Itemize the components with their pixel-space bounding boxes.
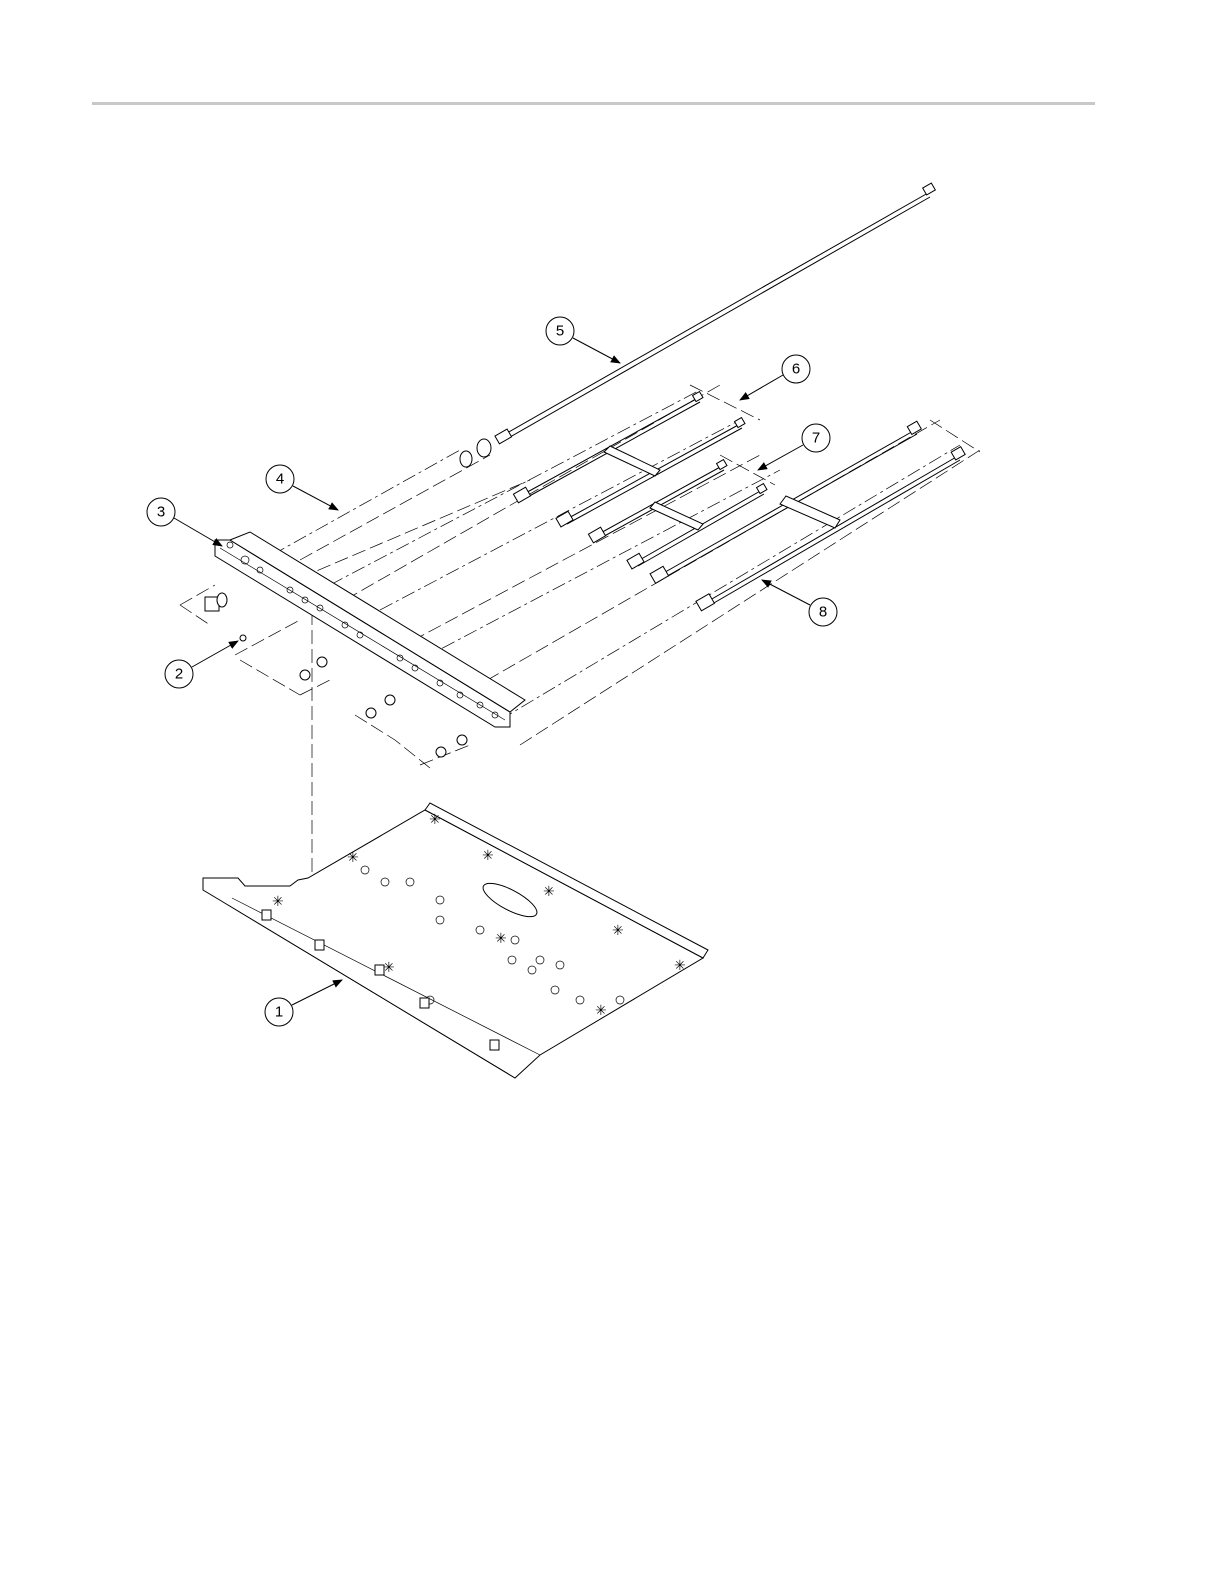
callout-3: 3	[147, 498, 222, 546]
callout-label-3: 3	[157, 504, 165, 521]
callout-label-7: 7	[812, 430, 820, 447]
svg-text:✳: ✳	[543, 884, 555, 900]
callout-label-2: 2	[175, 666, 183, 683]
part-bracket-3	[205, 532, 525, 757]
svg-text:✳: ✳	[674, 958, 686, 974]
callout-label-8: 8	[819, 604, 827, 621]
part-base-plate-1: ✳ ✳ ✳ ✳ ✳ ✳ ✳ ✳ ✳ ✳	[203, 803, 708, 1078]
callout-label-5: 5	[556, 323, 564, 340]
callout-label-4: 4	[276, 471, 284, 488]
svg-text:✳: ✳	[347, 850, 359, 866]
callout-1: 1	[265, 980, 342, 1026]
callout-6: 6	[740, 355, 810, 400]
part-rod-5	[460, 183, 935, 467]
svg-text:✳: ✳	[429, 812, 441, 828]
callout-label-1: 1	[275, 1004, 283, 1021]
part-cable-assembly-7	[588, 460, 767, 569]
svg-text:✳: ✳	[482, 848, 494, 864]
callout-8: 8	[762, 580, 837, 626]
callout-5: 5	[546, 317, 620, 363]
callout-4: 4	[266, 465, 338, 510]
callout-7: 7	[758, 424, 830, 470]
svg-text:✳: ✳	[272, 894, 284, 910]
svg-text:✳: ✳	[495, 931, 507, 947]
svg-text:✳: ✳	[612, 923, 624, 939]
callout-label-6: 6	[792, 361, 800, 378]
callout-2: 2	[165, 641, 238, 688]
svg-text:✳: ✳	[595, 1003, 607, 1019]
svg-text:✳: ✳	[383, 960, 395, 976]
